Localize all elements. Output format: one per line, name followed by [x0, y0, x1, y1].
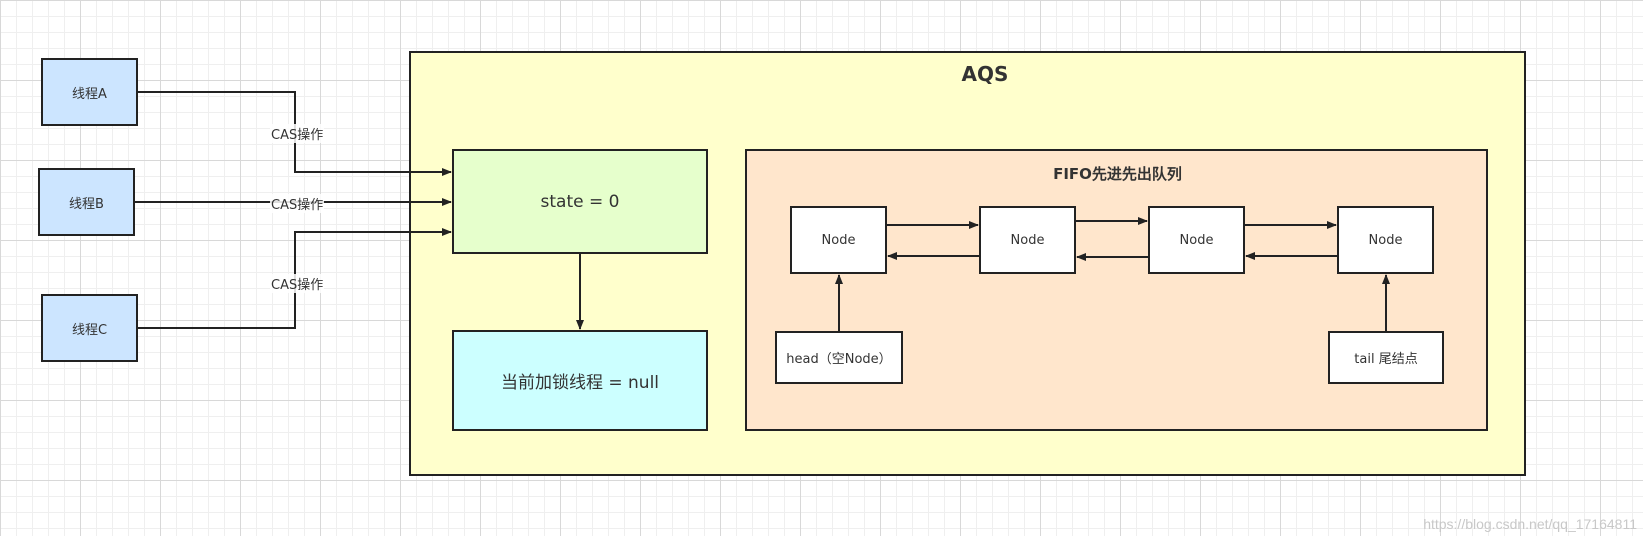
queue-node-3: Node: [1148, 206, 1245, 274]
lock-owner-box: 当前加锁线程 = null: [452, 330, 708, 431]
watermark-text: https://blog.csdn.net/qq_17164811: [1423, 516, 1637, 532]
queue-node-2: Node: [979, 206, 1076, 274]
thread-b-box: 线程B: [38, 168, 135, 236]
fifo-queue-title: FIFO先进先出队列: [1053, 165, 1182, 183]
state-box: state = 0: [452, 149, 708, 254]
aqs-title: AQS: [961, 62, 1009, 86]
thread-c-edge-label: CAS操作: [270, 274, 325, 293]
head-pointer-box: head（空Node）: [775, 331, 903, 384]
tail-pointer-box: tail 尾结点: [1328, 331, 1444, 384]
thread-a-box: 线程A: [41, 58, 138, 126]
thread-c-box: 线程C: [41, 294, 138, 362]
thread-b-edge-label: CAS操作: [270, 194, 325, 213]
fifo-queue-container: [745, 149, 1488, 431]
queue-node-4: Node: [1337, 206, 1434, 274]
queue-node-1: Node: [790, 206, 887, 274]
thread-a-edge-label: CAS操作: [270, 124, 325, 143]
